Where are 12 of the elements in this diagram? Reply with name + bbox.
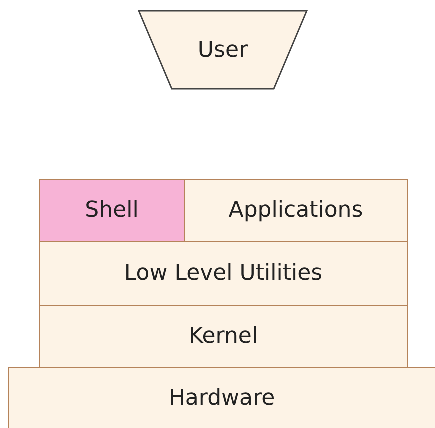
node-label: Kernel: [188, 324, 258, 349]
node-label: Hardware: [168, 386, 276, 410]
node-label: Shell: [85, 198, 139, 223]
trapezoid-node: [138, 10, 308, 90]
layer-box: [39, 179, 185, 242]
node-label: Applications: [228, 198, 364, 223]
node-label: Low Level Utilities: [124, 261, 323, 286]
layer-box: [39, 305, 408, 368]
layer-box: [8, 367, 435, 428]
layer-box: [184, 179, 408, 242]
layer-box: [39, 241, 408, 306]
node-label: User: [198, 38, 248, 62]
